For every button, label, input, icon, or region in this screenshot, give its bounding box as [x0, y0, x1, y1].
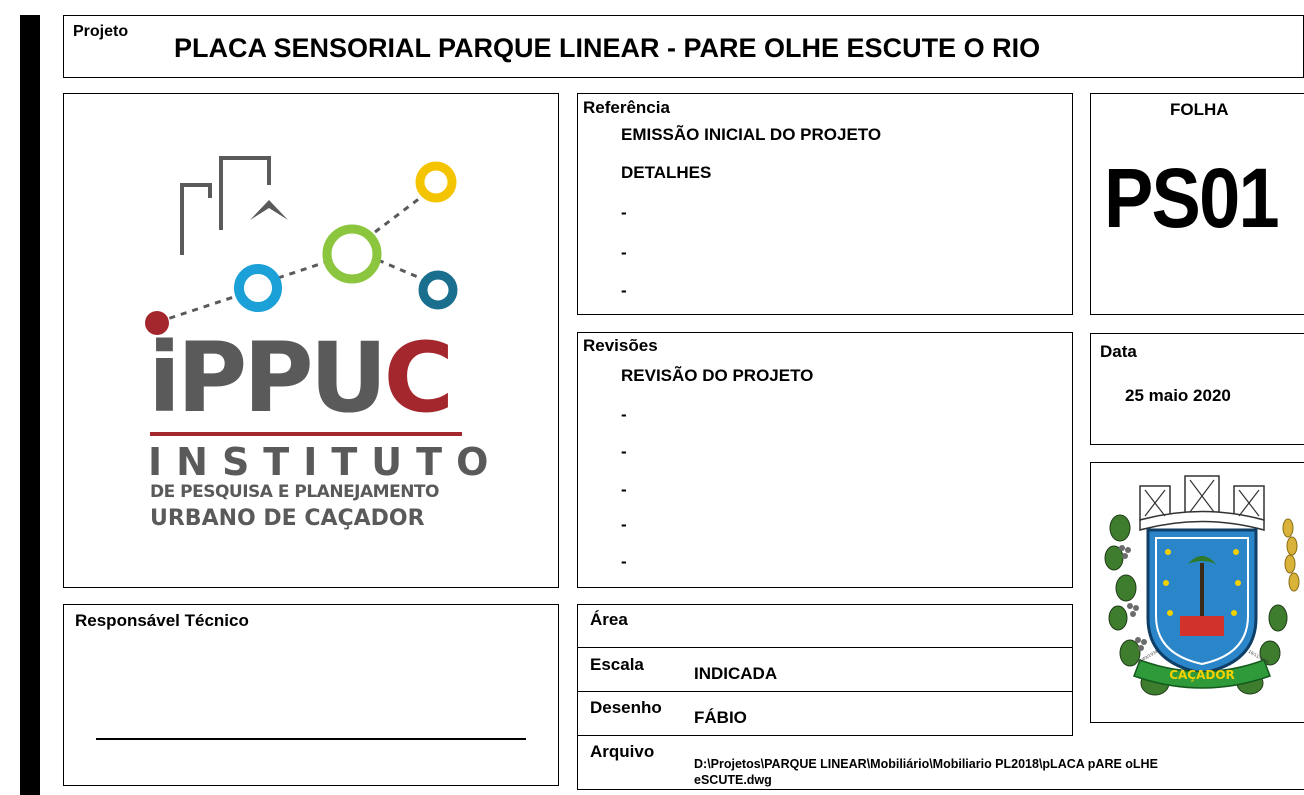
banner-ribbon — [1133, 659, 1271, 689]
green-ring — [322, 224, 382, 284]
banner-text: CAÇADOR — [1169, 668, 1235, 682]
revisoes-item-2: - — [621, 405, 627, 424]
desenho-label: Desenho — [590, 698, 662, 717]
data-box — [1090, 333, 1304, 445]
referencia-box — [577, 93, 1073, 315]
dotted-connector-1 — [157, 293, 241, 324]
arquivo-path-line1: D:\Projetos\PARQUE LINEAR\Mobiliário\Mob… — [694, 757, 1158, 771]
shield-inner-border — [1155, 537, 1249, 666]
desenho-value: FÁBIO — [694, 708, 747, 727]
referencia-item-1: EMISSÃO INICIAL DO PROJETO — [621, 125, 882, 144]
data-label: Data — [1100, 342, 1137, 361]
mural-crown — [1139, 475, 1265, 531]
escala-label: Escala — [590, 655, 644, 674]
desenho-box — [577, 692, 1073, 736]
referencia-item-5: - — [621, 281, 627, 300]
responsavel-label: Responsável Técnico — [75, 611, 249, 630]
teal-ring — [418, 270, 458, 310]
revisoes-item-1: REVISÃO DO PROJETO — [621, 366, 814, 385]
arquivo-box — [577, 736, 1304, 790]
escala-value: INDICADA — [694, 664, 778, 683]
emblem-box — [1090, 462, 1304, 723]
referencia-item-3: - — [621, 203, 627, 222]
building-outline-2 — [219, 156, 271, 230]
ippuc-logo-graphic — [145, 156, 458, 335]
building-outline-1 — [180, 183, 212, 255]
revisoes-label: Revisões — [583, 336, 658, 355]
arquivo-path-line2: eSCUTE.dwg — [694, 773, 772, 787]
escala-box — [577, 648, 1073, 692]
referencia-label: Referência — [583, 98, 670, 117]
logo-box — [63, 93, 559, 588]
project-label: Projeto — [73, 23, 129, 40]
arquivo-label: Arquivo — [590, 742, 655, 761]
folha-value: PS01 — [1104, 151, 1280, 245]
acronym-ppu: PPU — [176, 322, 388, 434]
roof-chevron — [250, 200, 288, 220]
signature-line — [96, 738, 526, 740]
acronym-c: C — [383, 322, 454, 434]
revisoes-item-6: - — [621, 552, 627, 571]
red-dot — [145, 311, 169, 335]
area-box — [577, 604, 1073, 648]
left-margin-bar — [20, 15, 40, 795]
ippuc-acronym: iPPUC — [148, 330, 454, 426]
crown-battlements — [1144, 479, 1260, 517]
acronym-i: i — [148, 322, 181, 434]
revisoes-item-4: - — [621, 480, 627, 499]
shield-base — [1180, 616, 1224, 636]
shield-stars — [1163, 549, 1241, 616]
grape-vine-left — [1104, 514, 1170, 696]
dotted-connector-2 — [277, 260, 327, 280]
grapes-left — [1119, 545, 1147, 651]
cacador-coat-of-arms: CAÇADOR 25/03/1934 10/11/1934 — [1104, 475, 1300, 696]
revisoes-item-3: - — [621, 442, 627, 461]
dotted-connector-3 — [377, 258, 421, 280]
data-value: 25 maio 2020 — [1125, 386, 1231, 405]
logo-instituto: INSTITUTO — [148, 440, 503, 484]
dotted-connector-4 — [374, 196, 421, 234]
blue-ring — [234, 264, 282, 312]
yellow-ring — [415, 161, 457, 203]
revisoes-item-5: - — [621, 515, 627, 534]
referencia-item-4: - — [621, 243, 627, 262]
logo-line3: URBANO DE CAÇADOR — [150, 506, 425, 531]
referencia-item-2: DETALHES — [621, 163, 712, 182]
project-title: PLACA SENSORIAL PARQUE LINEAR - PARE OLH… — [174, 33, 1041, 63]
responsavel-box — [63, 604, 559, 786]
folha-label: FOLHA — [1170, 100, 1229, 119]
wheat-right — [1282, 518, 1300, 592]
tree-crown — [1188, 556, 1216, 564]
logo-line2: DE PESQUISA E PLANEJAMENTO — [150, 482, 439, 502]
logo-divider — [150, 432, 462, 436]
revisoes-box — [577, 332, 1073, 588]
area-label: Área — [590, 610, 628, 629]
folha-box — [1090, 93, 1304, 315]
